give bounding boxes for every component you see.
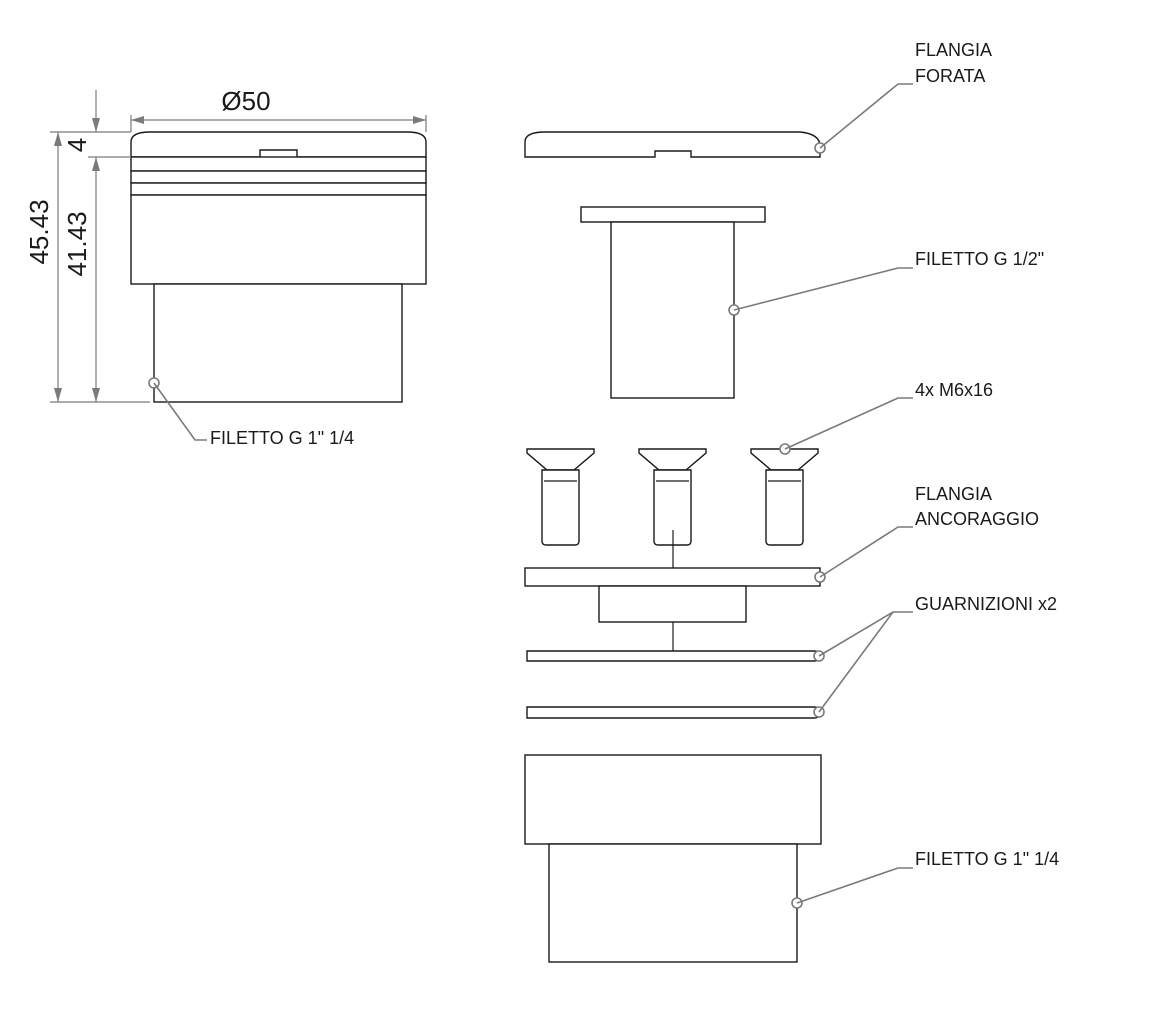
side-view-neck-band-2: [130, 170, 427, 184]
screw-3: [750, 448, 819, 546]
flangia-forata-label-line-2: FORATA: [915, 66, 985, 86]
side-view-neck-band-3: [130, 182, 427, 196]
guarnizioni-label: GUARNIZIONI x2: [915, 594, 1057, 614]
screws-label: 4x M6x16: [915, 380, 993, 400]
flangia-forata-part: [524, 83, 913, 158]
screw-1: [526, 448, 595, 546]
side-view-body: [130, 194, 427, 285]
filetto-bottom-label: FILETTO G 1" 1/4: [915, 849, 1059, 869]
side-view-neck-band-1: [130, 156, 427, 172]
filetto-half-label: FILETTO G 1/2": [915, 249, 1044, 269]
total-height-dimension: 45.43: [24, 199, 54, 264]
screw-2: [638, 448, 707, 546]
side-view-top-cap: [130, 131, 427, 158]
side-view-thread-label: FILETTO G 1" 1/4: [210, 428, 354, 448]
assembled-side-view: [50, 90, 427, 441]
filetto-half-part: [580, 206, 913, 399]
diameter-dimension: Ø50: [221, 86, 270, 116]
top-height-dimension: 4: [62, 138, 92, 152]
side-view-stem: [153, 283, 403, 403]
filetto-bottom-part: [524, 754, 913, 963]
flangia-ancoraggio-part: [524, 526, 913, 651]
flangia-ancoraggio-label-line-1: FLANGIA: [915, 484, 992, 504]
screws-part: [526, 397, 913, 546]
flangia-ancoraggio-label-line-2: ANCORAGGIO: [915, 509, 1039, 529]
guarnizioni-part: [526, 611, 913, 719]
flangia-forata-label-line-1: FLANGIA: [915, 40, 992, 60]
body-height-dimension: 41.43: [62, 211, 92, 276]
